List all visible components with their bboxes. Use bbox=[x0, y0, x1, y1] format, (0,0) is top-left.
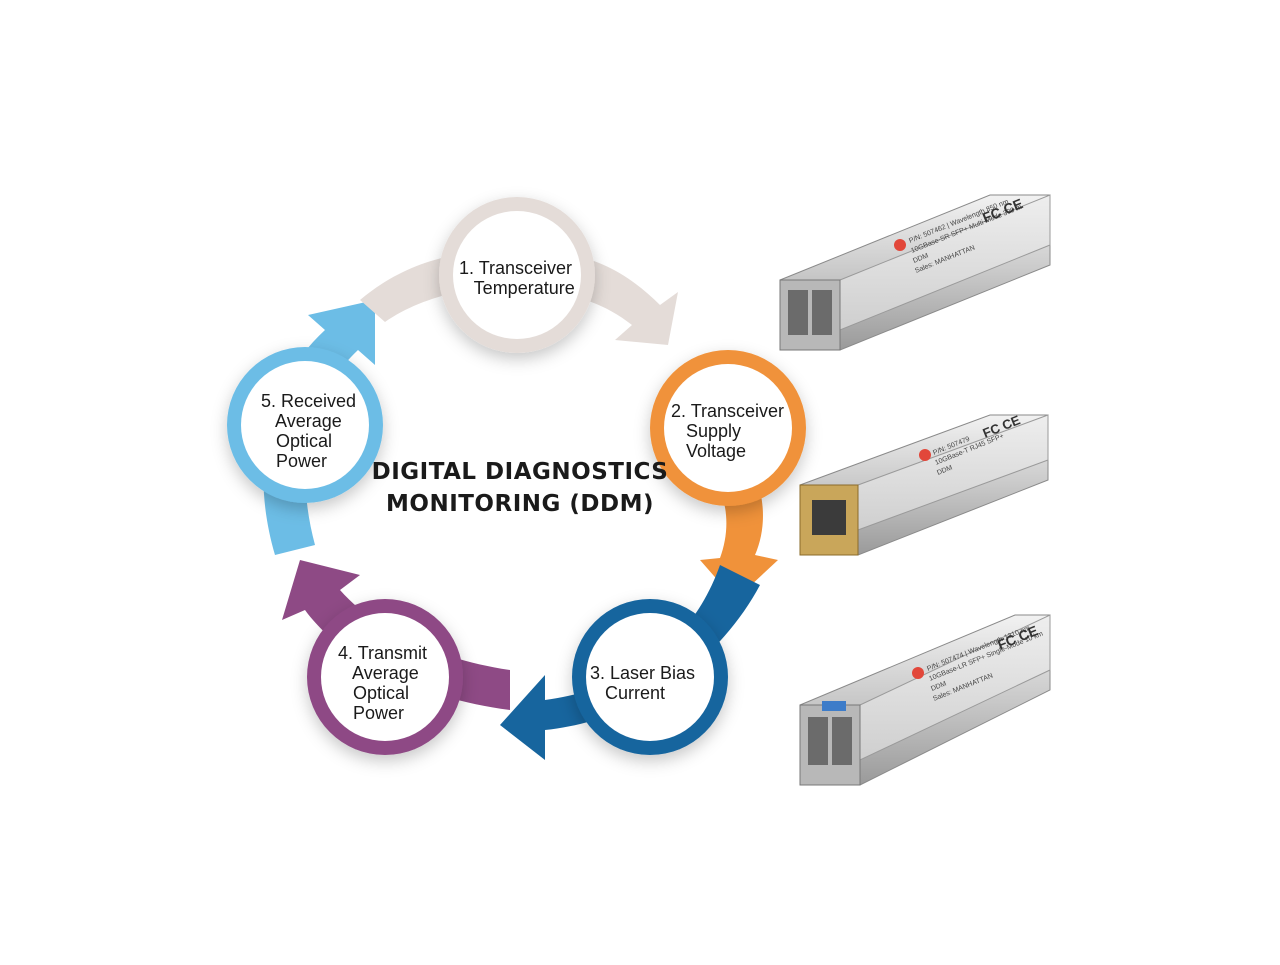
node-label-transmit-power: 4. Transmit Average Optical Power bbox=[338, 643, 428, 723]
sfp-module-1: P/N: 507462 | Wavelength 850 nm 10GBase-… bbox=[779, 194, 1051, 351]
sfp-module-2: P/N: 507479 10GBase-T RJ45 SFP+ DDM FC C… bbox=[799, 412, 1049, 556]
diagram-title: DIGITAL DIAGNOSTICS MONITORING (DDM) bbox=[330, 456, 710, 520]
node-supply-voltage bbox=[650, 350, 806, 506]
arrow-bias-to-transmit bbox=[500, 565, 760, 760]
node-label-laser-bias-current: 3. Laser Bias Current bbox=[590, 663, 696, 703]
node-transmit-power bbox=[307, 599, 463, 755]
node-laser-bias-current bbox=[572, 599, 728, 755]
cycle-nodes bbox=[227, 197, 806, 755]
node-label-transceiver-temperature: 1. Transceiver Temperature bbox=[459, 258, 575, 298]
node-label-received-power: 5. Received Average Optical Power bbox=[261, 391, 357, 471]
diagram-title-line-1: DIGITAL DIAGNOSTICS bbox=[371, 459, 669, 485]
sfp-module-3: P/N: 507474 | Wavelength 1310 nm 10GBase… bbox=[799, 614, 1051, 786]
arrow-tail-to-temperature bbox=[360, 255, 458, 322]
diagram-title-line-2: MONITORING (DDM) bbox=[386, 491, 654, 517]
node-transceiver-temperature bbox=[439, 197, 595, 353]
node-received-power bbox=[227, 347, 383, 503]
node-label-supply-voltage: 2. Transceiver Supply Voltage bbox=[671, 401, 785, 461]
